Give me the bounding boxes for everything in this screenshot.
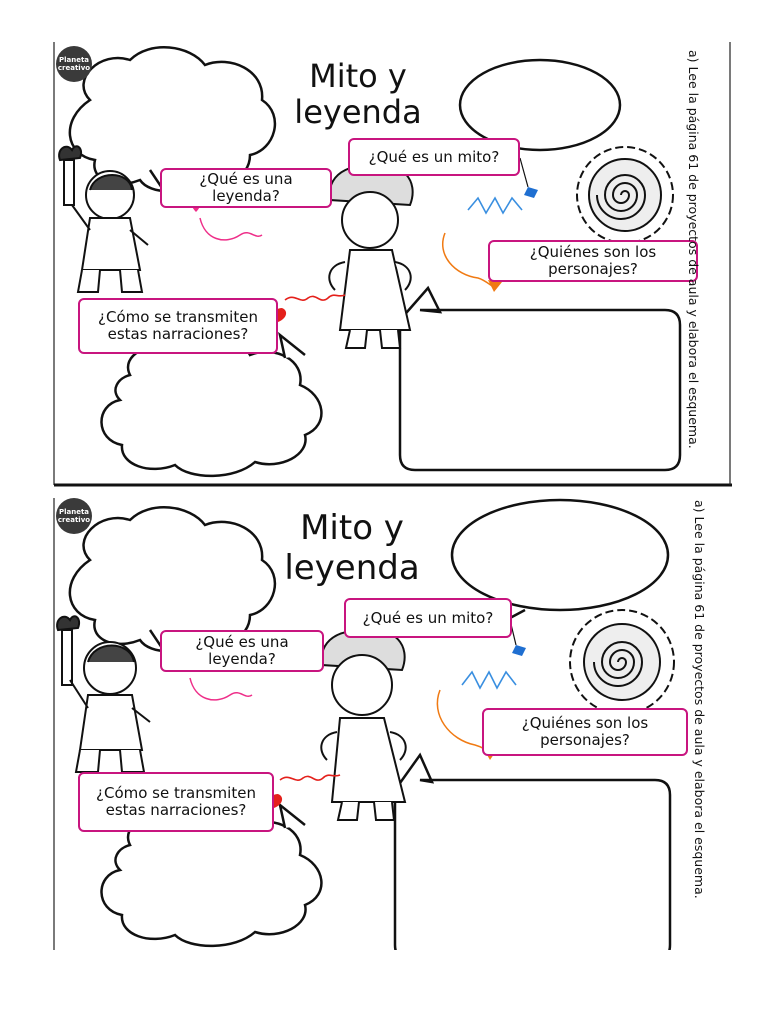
answer-cloud-leyenda[interactable] bbox=[68, 46, 277, 193]
title-line-1: Mito y bbox=[309, 57, 407, 95]
worksheet-bottom: Planeta creativo Mito y leyenda ¿Qué es … bbox=[0, 490, 768, 950]
question-leyenda: ¿Qué es una leyenda? bbox=[160, 168, 332, 208]
sun-spiral-icon bbox=[569, 609, 675, 715]
answer-oval-mito[interactable] bbox=[458, 58, 622, 152]
worksheet-top: Planeta creativo Mito y leyenda ¿Qué es … bbox=[0, 30, 768, 490]
question-narraciones: ¿Cómo se transmiten estas narraciones? bbox=[78, 772, 274, 832]
cloud-tail-2 bbox=[278, 331, 306, 359]
question-personajes: ¿Quiénes son los personajes? bbox=[482, 708, 688, 756]
question-leyenda: ¿Qué es una leyenda? bbox=[160, 630, 324, 672]
question-mito: ¿Qué es un mito? bbox=[344, 598, 512, 638]
orange-pin bbox=[488, 280, 502, 292]
answer-cloud-narraciones[interactable] bbox=[100, 336, 323, 478]
page-title: Mito y leyenda bbox=[272, 508, 432, 588]
greek-goddess-icon bbox=[328, 165, 414, 349]
cloud-tail-2 bbox=[278, 801, 306, 829]
sun-spiral-icon bbox=[576, 146, 674, 244]
blue-pin bbox=[512, 645, 526, 656]
instruction-text-wrap: a) Lee la página 61 de proyectos de aula… bbox=[692, 500, 709, 920]
instruction-text: a) Lee la página 61 de proyectos de aula… bbox=[692, 500, 707, 899]
blue-pin bbox=[524, 187, 538, 198]
torch-figure-icon bbox=[56, 615, 151, 773]
worksheet-art-2 bbox=[53, 498, 675, 950]
answer-cloud-leyenda[interactable] bbox=[68, 506, 277, 653]
instruction-text-wrap: a) Lee la página 61 de proyectos de aula… bbox=[686, 50, 703, 470]
instruction-text: a) Lee la página 61 de proyectos de aula… bbox=[686, 50, 701, 449]
answer-oval-mito[interactable] bbox=[450, 498, 670, 612]
red-connector bbox=[279, 774, 341, 781]
question-narraciones: ¿Cómo se transmiten estas narraciones? bbox=[78, 298, 278, 354]
pink-connector bbox=[189, 677, 253, 701]
question-personajes: ¿Quiénes son los personajes? bbox=[488, 240, 698, 282]
greek-goddess-icon bbox=[320, 630, 407, 821]
question-mito: ¿Qué es un mito? bbox=[348, 138, 520, 176]
worksheet-art bbox=[53, 42, 732, 487]
orange-connector bbox=[442, 232, 496, 289]
page-title: Mito y leyenda bbox=[278, 58, 438, 130]
brand-badge: Planeta creativo bbox=[56, 46, 92, 82]
title-line-2: leyenda bbox=[284, 548, 420, 588]
title-line-2: leyenda bbox=[294, 93, 422, 131]
blue-connector bbox=[467, 196, 523, 215]
brand-badge: Planeta creativo bbox=[56, 498, 92, 534]
torch-figure-icon bbox=[58, 145, 149, 293]
answer-box-personajes[interactable] bbox=[393, 752, 672, 950]
red-connector bbox=[284, 294, 346, 301]
pink-connector bbox=[199, 217, 263, 241]
blue-connector bbox=[461, 670, 517, 690]
title-line-1: Mito y bbox=[300, 508, 404, 548]
answer-box-personajes[interactable] bbox=[398, 285, 682, 472]
